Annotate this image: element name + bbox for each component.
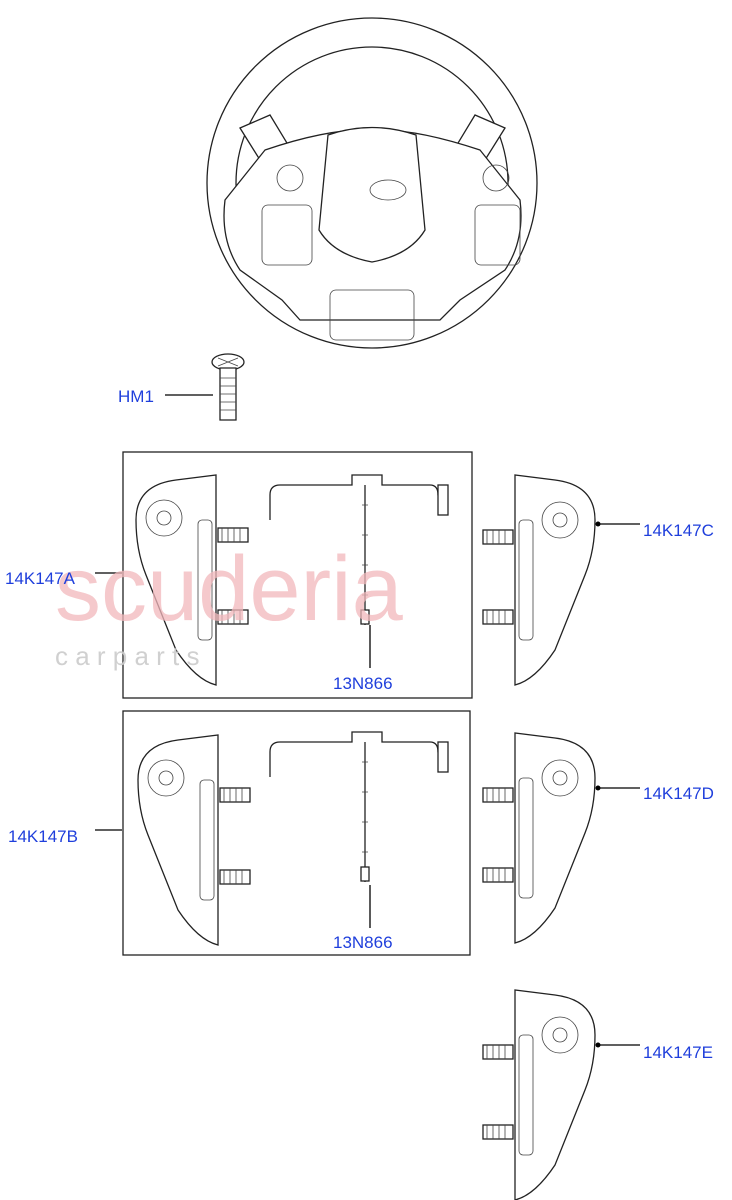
switchpack-14k147d (482, 732, 596, 944)
leader-lines (95, 394, 640, 1048)
screw-hm1 (211, 353, 245, 421)
watermark-subtext: c a r p a r t s (55, 641, 200, 671)
watermark: scuderia c a r p a r t s (55, 538, 404, 671)
callout-14k147a: 14K147A (5, 569, 76, 588)
switchpack-14k147e (482, 989, 596, 1200)
callout-14k147b: 14K147B (8, 827, 78, 846)
callout-13n866-a: 13N866 (333, 674, 393, 693)
callout-13n866-b: 13N866 (333, 933, 393, 952)
switchpack-14k147c (482, 474, 596, 686)
steering-wheel (206, 17, 538, 349)
callout-14k147c: 14K147C (643, 521, 714, 540)
watermark-text: scuderia (55, 538, 404, 640)
callout-14k147d: 14K147D (643, 784, 714, 803)
callout-hm1: HM1 (118, 387, 154, 406)
callout-14k147e: 14K147E (643, 1043, 713, 1062)
